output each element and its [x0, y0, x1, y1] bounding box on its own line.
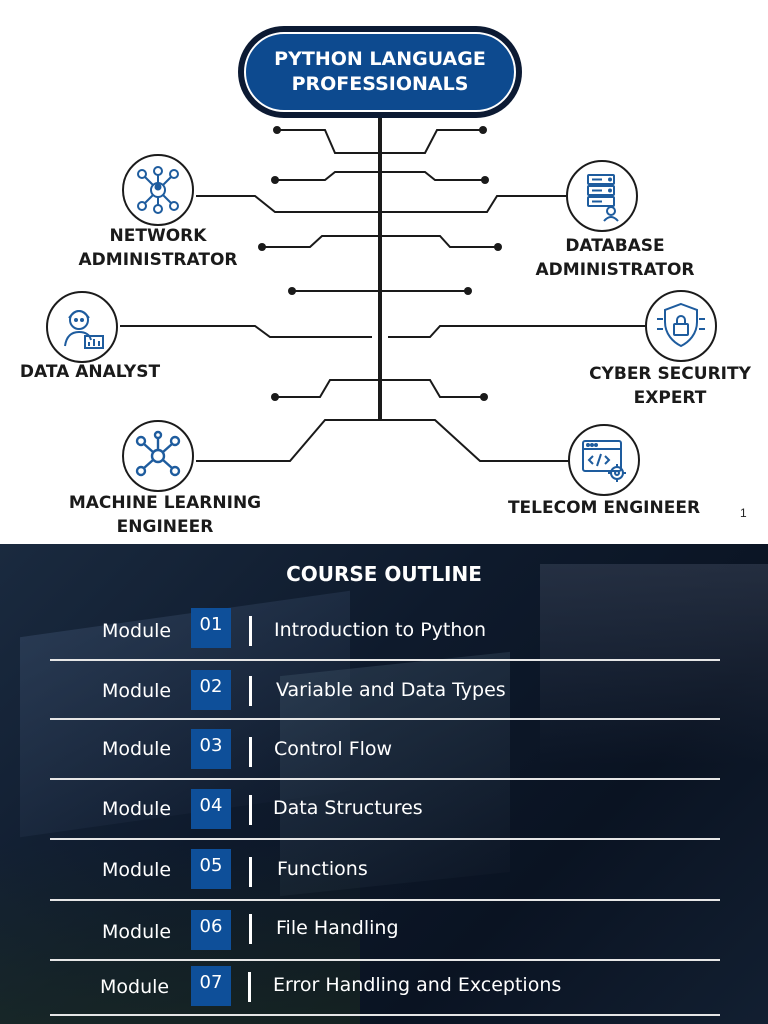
module-word: Module — [102, 620, 172, 642]
divider — [50, 1014, 720, 1016]
module-number-badge: 04 — [191, 789, 231, 829]
divider — [50, 838, 720, 840]
role-label-data-analyst: DATA ANALYST — [19, 362, 161, 382]
module-word: Module — [102, 738, 172, 760]
module-row-02: Module 02 Variable and Data Types — [0, 670, 768, 730]
module-name: Data Structures — [273, 797, 423, 819]
module-row-01: Module 01 Introduction to Python — [0, 608, 768, 668]
role-label-cyber-security: CYBER SECURITY EXPERT — [589, 364, 751, 408]
module-name: Control Flow — [274, 738, 393, 760]
module-number-badge: 06 — [191, 910, 231, 950]
separator — [249, 795, 252, 825]
network-people-icon — [122, 154, 194, 226]
module-row-04: Module 04 Data Structures — [0, 789, 768, 849]
node-graph-icon — [122, 420, 194, 492]
slide-course-outline: COURSE OUTLINE Module 01 Introduction to… — [0, 544, 768, 1024]
module-row-07: Module 07 Error Handling and Exceptions — [0, 966, 768, 1024]
separator — [249, 914, 252, 944]
module-word: Module — [102, 798, 172, 820]
role-label-telecom-engineer: TELECOM ENGINEER — [507, 498, 701, 518]
module-number-badge: 07 — [191, 966, 231, 1006]
module-name: File Handling — [276, 917, 399, 939]
database-server-icon — [566, 160, 638, 232]
module-number-badge: 02 — [191, 670, 231, 710]
module-name: Variable and Data Types — [276, 679, 506, 701]
module-name: Error Handling and Exceptions — [273, 974, 562, 996]
connector-diagram — [120, 118, 645, 462]
divider — [50, 718, 720, 720]
separator — [249, 857, 252, 887]
slide-python-professionals: PYTHON LANGUAGE PROFESSIONALS NETWORK AD… — [19, 26, 751, 537]
module-name: Introduction to Python — [274, 619, 487, 641]
divider — [50, 959, 720, 961]
code-window-gear-icon — [568, 424, 640, 496]
divider — [50, 659, 720, 661]
divider — [50, 899, 720, 901]
role-label-database-admin: DATABASE ADMINISTRATOR — [535, 236, 695, 280]
role-label-machine-learning: MACHINE LEARNING ENGINEER — [68, 493, 262, 537]
course-outline-title: COURSE OUTLINE — [286, 562, 482, 586]
module-row-05: Module 05 Functions — [0, 849, 768, 909]
module-row-03: Module 03 Control Flow — [0, 729, 768, 789]
module-word: Module — [102, 921, 172, 943]
separator — [249, 676, 252, 706]
module-row-06: Module 06 File Handling — [0, 910, 768, 970]
title-pill: PYTHON LANGUAGE PROFESSIONALS — [238, 26, 522, 118]
data-analyst-person-icon — [46, 291, 118, 363]
module-word: Module — [102, 680, 172, 702]
separator — [249, 616, 252, 646]
separator — [249, 737, 252, 767]
page-number: 1 — [740, 506, 747, 520]
role-label-network-admin: NETWORK ADMINISTRATOR — [78, 226, 238, 270]
module-name: Functions — [277, 858, 368, 880]
separator — [248, 972, 251, 1002]
module-number-badge: 03 — [191, 729, 231, 769]
slide-title: PYTHON LANGUAGE PROFESSIONALS — [274, 48, 486, 95]
divider — [50, 778, 720, 780]
shield-lock-icon — [645, 290, 717, 362]
module-word: Module — [102, 859, 172, 881]
module-number-badge: 01 — [191, 608, 231, 648]
module-word: Module — [100, 976, 170, 998]
module-number-badge: 05 — [191, 849, 231, 889]
